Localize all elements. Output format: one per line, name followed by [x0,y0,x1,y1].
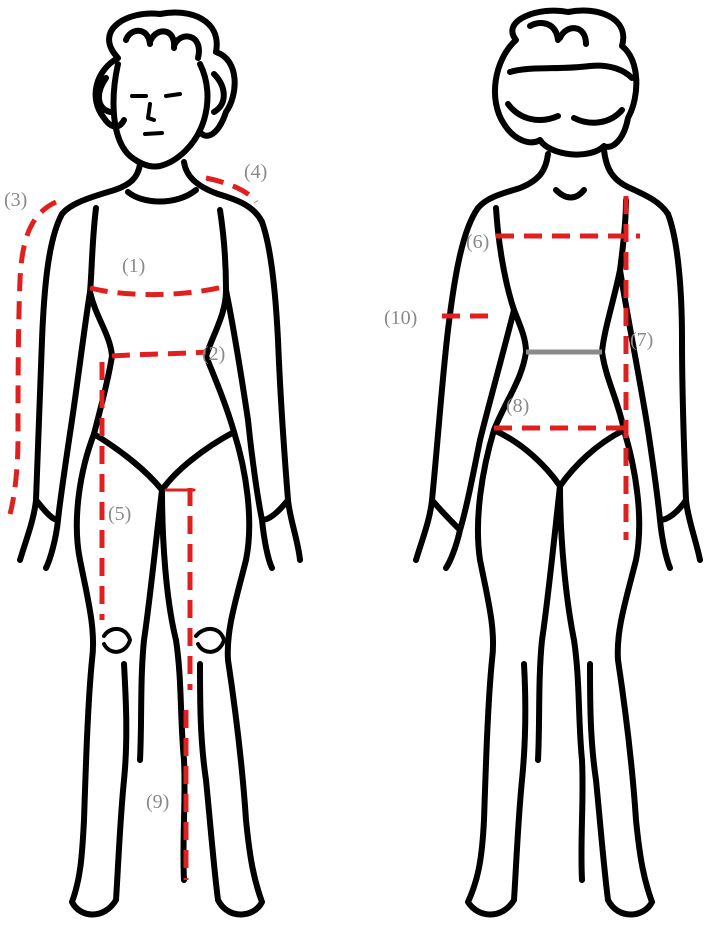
back-torso-outline [494,200,626,486]
front-measure-2-waist [112,352,206,356]
label-measure-7: (7) [630,329,653,351]
back-neck [478,150,668,214]
label-measure-10: (10) [384,307,417,329]
label-measure-4: (4) [244,161,267,183]
front-inner-legs [140,490,185,880]
front-knees [104,629,224,652]
back-legs [468,430,652,915]
back-figure: (6) (7) (8) (10) [384,10,700,914]
front-eyes [132,94,180,96]
back-hair [495,10,636,154]
front-nose [148,104,154,120]
label-measure-9: (9) [146,791,169,813]
front-face [114,64,208,167]
back-right-arm [620,214,700,568]
label-measure-3: (3) [4,189,27,211]
label-measure-1: (1) [122,255,145,277]
label-measure-8: (8) [506,395,529,417]
front-figure: (1) (2) (3) (4) (5) (9) [4,13,300,915]
label-measure-2: (2) [202,343,225,365]
label-measure-5: (5) [108,503,131,525]
front-mouth [145,133,162,134]
label-measure-6: (6) [466,231,489,253]
front-measure-1-bust [90,286,226,295]
front-right-arm [226,222,300,568]
